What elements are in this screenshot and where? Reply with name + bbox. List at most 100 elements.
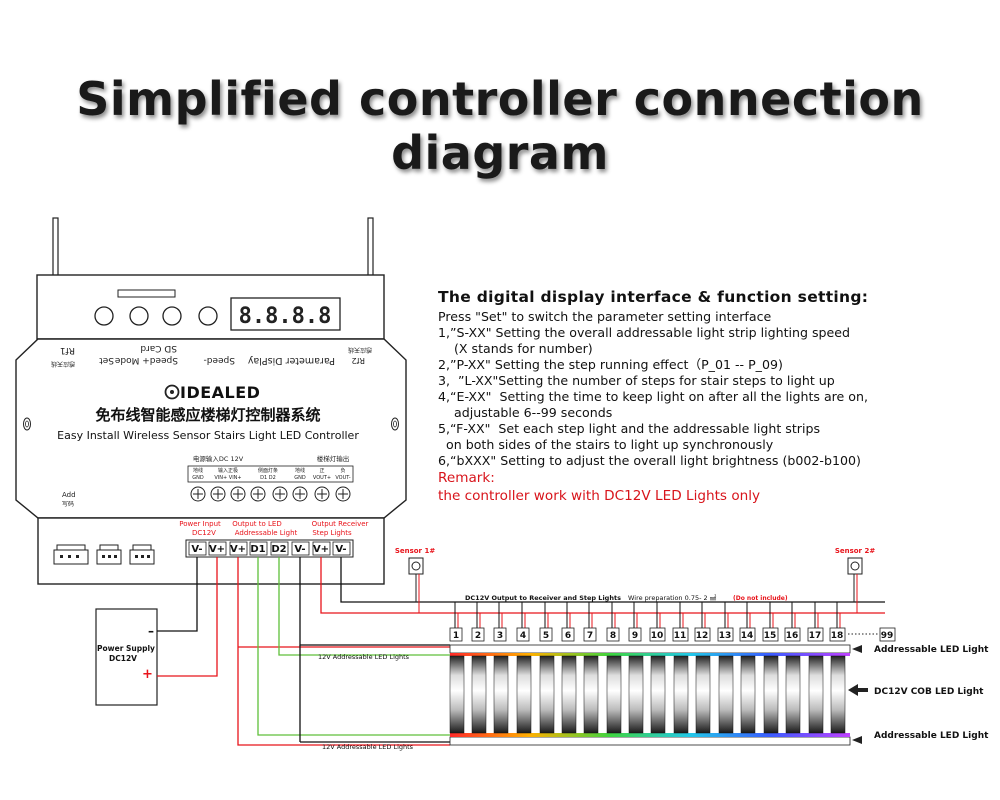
svg-text:侧面灯条: 侧面灯条 [258, 467, 278, 474]
svg-text:15: 15 [764, 631, 777, 641]
svg-text:VIN+ VIN+: VIN+ VIN+ [214, 475, 241, 481]
svg-text:+: + [142, 667, 153, 682]
svg-text:8: 8 [610, 631, 616, 641]
digital-display [230, 297, 341, 331]
arrow-icon [848, 645, 868, 744]
remark-label: Remark: [438, 470, 495, 486]
wires [157, 557, 885, 746]
right-label-mid: DC12V COB LED Light [874, 687, 984, 697]
terminal-label: V+ [209, 544, 225, 555]
cob-step-lights [449, 655, 846, 734]
function-line: 2,”P-XX" Setting the step running effect… [438, 357, 783, 372]
svg-text:Speed+ Mode: Speed+ Mode [114, 355, 178, 365]
svg-text:楼梯灯输出: 楼梯灯输出 [317, 454, 350, 463]
controller-top-panel [36, 274, 385, 340]
step-numbers: 1 2 3 4 5 6 7 8 9 10 11 12 13 14 15 16 1… [449, 627, 896, 642]
terminal-label: V+ [313, 544, 329, 555]
svg-text:9: 9 [632, 631, 638, 641]
right-label-top: Addressable LED Light [874, 645, 989, 655]
svg-text:Parameter DisPlay: Parameter DisPlay [247, 355, 335, 366]
controller-bottom-panel [37, 517, 385, 585]
svg-text:感应天线: 感应天线 [51, 360, 75, 368]
svg-text:12: 12 [696, 631, 709, 641]
controller-title-en: Easy Install Wireless Sensor Stairs Ligh… [57, 429, 359, 442]
terminal-label: D1 [250, 544, 265, 555]
svg-text:99: 99 [881, 631, 894, 641]
svg-text:地线: 地线 [295, 467, 305, 474]
page-title: Simplified controller connection diagram [76, 72, 924, 180]
svg-text:16: 16 [786, 631, 799, 641]
function-line: 3, ”L-XX"Setting the number of steps for… [438, 373, 835, 388]
function-heading: The digital display interface & function… [438, 288, 869, 306]
svg-text:负: 负 [340, 467, 345, 474]
svg-text:18: 18 [831, 631, 844, 641]
svg-text:D1 D2: D1 D2 [260, 475, 276, 481]
svg-text:感应天线: 感应天线 [348, 346, 372, 354]
svg-text:Sensor 2#: Sensor 2# [835, 547, 876, 555]
function-line: 6,“bXXX" Setting to adjust the overall l… [438, 453, 861, 468]
function-line: (X stands for number) [438, 341, 593, 356]
terminal-label: D2 [271, 544, 286, 555]
addressable-strip-top [449, 644, 851, 654]
svg-text:14: 14 [741, 631, 754, 641]
set-button [129, 306, 149, 326]
svg-text:Rf1: Rf1 [60, 345, 75, 355]
wire-note: (Do not include) [733, 595, 788, 602]
function-line: on both sides of the stairs to light up … [438, 437, 774, 452]
terminal-label: V- [191, 544, 202, 555]
terminal-label: V- [294, 544, 305, 555]
rf1-button [94, 306, 114, 326]
svg-text:11: 11 [674, 631, 687, 641]
remark-text: the controller work with DC12V LED Light… [438, 488, 761, 504]
svg-text:Add: Add [62, 491, 76, 499]
svg-text:2: 2 [475, 631, 481, 641]
svg-text:VOUT-: VOUT- [335, 475, 351, 481]
antenna-right [347, 217, 374, 322]
function-line: adjustable 6--99 seconds [438, 405, 613, 420]
sensor-1: Sensor 1# [395, 547, 435, 613]
right-label-bottom: Addressable LED Light [874, 731, 989, 741]
function-setting-panel: The digital display interface & function… [438, 288, 978, 505]
control-buttons [94, 306, 218, 326]
svg-text:7: 7 [587, 631, 593, 641]
brand-logo: IDEALED [164, 383, 260, 402]
wire-prep-label: Wire preparation 0.75- 2 ㎟ [628, 593, 717, 602]
svg-text:SD Card: SD Card [140, 343, 177, 353]
controller-body [15, 338, 407, 519]
svg-text:6: 6 [565, 631, 571, 641]
addressable-strip-bottom [449, 736, 851, 746]
terminal-label: V+ [230, 544, 246, 555]
mode-button [162, 306, 182, 326]
svg-text:电源输入DC 12V: 电源输入DC 12V [193, 454, 244, 463]
svg-text:Speed-: Speed- [204, 355, 235, 365]
svg-text:GND: GND [192, 475, 204, 481]
svg-text:正: 正 [319, 468, 324, 474]
svg-text:IDEALED: IDEALED [180, 383, 260, 402]
svg-text:输入正极: 输入正极 [218, 467, 238, 474]
step-drop-wires [454, 602, 841, 628]
function-line: 5,“F-XX" Set each step light and the add… [438, 421, 821, 436]
dc12v-output-label: DC12V Output to Receiver and Step Lights [465, 594, 621, 602]
svg-text:Rf2: Rf2 [352, 356, 365, 365]
function-line: 1,”S-XX" Setting the overall addressable… [438, 325, 851, 340]
terminal-screws [190, 486, 351, 502]
svg-text:VOUT+: VOUT+ [313, 475, 331, 481]
svg-text:GND: GND [294, 475, 306, 481]
antenna-left [52, 217, 70, 322]
svg-text:Set: Set [99, 355, 114, 365]
strip-label-top: 12V Addressable LED Lights [318, 653, 410, 661]
svg-text:4: 4 [520, 631, 526, 641]
svg-text:–: – [148, 624, 154, 638]
function-line: Press "Set" to switch the parameter sett… [438, 309, 772, 324]
svg-text:10: 10 [651, 631, 664, 641]
svg-text:1: 1 [453, 631, 459, 641]
mounting-hole-icon [23, 417, 399, 431]
function-line: 4,“E-XX" Setting the time to keep light … [438, 389, 869, 404]
svg-text:13: 13 [719, 631, 732, 641]
controller-title-cn: 免布线智能感应楼梯灯控制器系统 [95, 406, 320, 424]
display-digits: 8.8.8.8 [239, 304, 332, 329]
inverted-labels: 感应天线 Rf1 Set Speed+ Mode SD Card Speed- … [51, 343, 372, 368]
